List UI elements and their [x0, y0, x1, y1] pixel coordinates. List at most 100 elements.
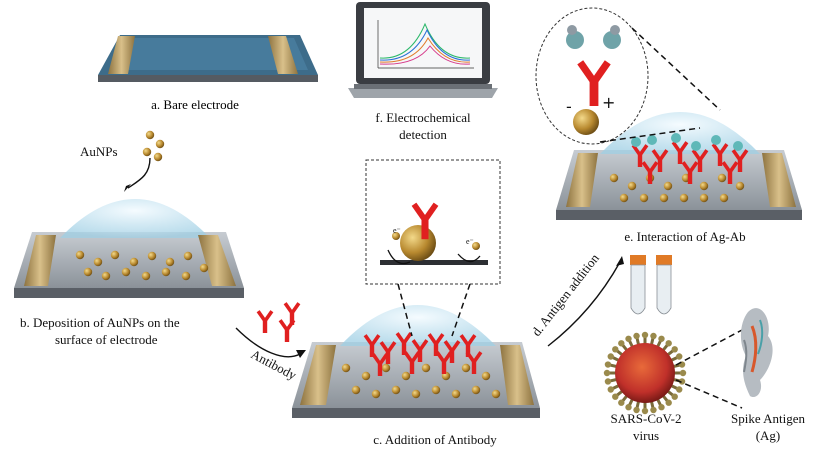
gold-nanoparticle: [491, 389, 501, 399]
gold-nanoparticle: [141, 271, 151, 281]
virus-spike-head: [650, 406, 657, 414]
gold-nanoparticle: [183, 251, 193, 261]
virus-spike-head: [625, 404, 632, 411]
gold-nanoparticle: [121, 267, 131, 277]
zoom-line-e-bottom: [599, 127, 701, 143]
minus-sign: -: [566, 97, 572, 116]
aunps-cluster: [142, 130, 165, 162]
gold-nanoparticle: [431, 385, 441, 395]
virus-spike-head: [607, 386, 614, 393]
label-antibody: Antibody: [249, 346, 300, 383]
gold-nanoparticle: [401, 371, 411, 381]
virus-spike-head: [618, 399, 625, 406]
gold-nanoparticle: [341, 363, 351, 373]
gold-nanoparticle: [717, 173, 727, 183]
gold-nanoparticle: [619, 193, 629, 203]
gold-nanoparticle: [165, 257, 175, 267]
antigen: [691, 141, 701, 151]
electrode-pad-right: [268, 36, 298, 74]
gold-nanoparticle: [181, 271, 191, 281]
gold-nanoparticle: [129, 257, 139, 267]
virus-spike-head: [678, 378, 686, 385]
gold-nanoparticle: [83, 267, 93, 277]
label-virus-1: SARS-CoV-2: [610, 411, 681, 426]
gold-nanoparticle: [371, 389, 381, 399]
gold-nanoparticle: [679, 193, 689, 203]
antigen: [733, 141, 743, 151]
spike-antigen-structure: [740, 308, 773, 398]
gold-nanoparticle: [627, 181, 637, 191]
label-virus-2: virus: [633, 428, 659, 443]
gold-nanoparticle: [481, 371, 491, 381]
label-addition-antibody: c. Addition of Antibody: [373, 432, 497, 447]
label-interaction: e. Interaction of Ag-Ab: [624, 229, 745, 244]
gold-nanoparticle: [609, 173, 619, 183]
zoom-line-e-top: [631, 27, 721, 111]
plus-sign: +: [602, 93, 615, 112]
gold-nanoparticle: [461, 363, 471, 373]
virus-spike-head: [612, 393, 619, 400]
gold-nanoparticle: [735, 181, 745, 191]
test-tubes: [630, 255, 672, 315]
gold-nanoparticle: [147, 251, 157, 261]
virus-spike-head: [676, 353, 683, 360]
virus-spike-head: [650, 332, 657, 340]
virus-spike-head: [618, 340, 625, 347]
gold-nanoparticle: [199, 263, 209, 273]
zoom-line-virus-top: [675, 329, 743, 366]
virus-spike-head: [641, 407, 649, 415]
zoom-line-c-right: [451, 283, 471, 337]
gold-nanoparticle: [663, 181, 673, 191]
zoom-content-c: e⁻ e⁻: [380, 202, 488, 265]
virus-spike-head: [604, 361, 612, 368]
virus-spike-head: [612, 346, 619, 353]
virus-spike-head: [633, 406, 640, 414]
virus-spike-head: [658, 404, 665, 411]
bare-electrode: [98, 35, 318, 82]
sars-cov-2-virus: [603, 331, 687, 415]
label-deposition-2: surface of electrode: [55, 332, 158, 347]
gold-nanoparticle: [421, 363, 431, 373]
arrow-antibody: [235, 327, 301, 358]
antigen: [671, 133, 681, 143]
label-spike-2: (Ag): [756, 428, 781, 443]
zoom-line-virus-bottom: [675, 379, 743, 409]
gold-nanoparticle: [699, 181, 709, 191]
virus-spike-head: [604, 378, 612, 385]
gold-nanoparticle: [391, 385, 401, 395]
gold-nanoparticle: [101, 271, 111, 281]
virus-spike-head: [658, 335, 665, 342]
zoom-circle-e: [535, 7, 649, 145]
gold-nanoparticle: [471, 385, 481, 395]
electron-label-1: e⁻: [393, 226, 401, 235]
antibodies-e: [631, 133, 749, 184]
label-electrochemical: f. Electrochemical: [375, 110, 471, 125]
gold-nanoparticle: [161, 267, 171, 277]
gold-nanoparticle: [639, 193, 649, 203]
antigen: [711, 135, 721, 145]
zoom-content-e: - +: [566, 25, 621, 135]
gold-nanoparticle: [719, 193, 729, 203]
label-deposition-1: b. Deposition of AuNPs on the: [20, 315, 180, 330]
virus-spike-head: [607, 353, 614, 360]
zoom-box-c: [365, 159, 501, 285]
gold-nanoparticle: [659, 193, 669, 203]
arrow-aunps: [127, 157, 151, 189]
electrode-with-aunps: [14, 199, 244, 298]
free-antibodies: [256, 302, 301, 342]
virus-spike-head: [679, 369, 687, 377]
antigen: [647, 135, 657, 145]
antigen: [631, 137, 641, 147]
electrode-with-antibody: [292, 305, 540, 418]
gold-nanoparticle: [451, 389, 461, 399]
virus-spike-head: [671, 393, 678, 400]
virus-spike-head: [665, 340, 672, 347]
arrow-antigen: [547, 261, 621, 347]
liquid-drop-b: [60, 199, 210, 238]
label-bare-electrode: a. Bare electrode: [151, 97, 239, 112]
virus-spike-head: [625, 335, 632, 342]
gold-nanoparticle: [93, 257, 103, 267]
electrode-pad-left: [108, 36, 135, 74]
virus-spike-head: [676, 386, 683, 393]
virus-spike-head: [633, 332, 640, 340]
